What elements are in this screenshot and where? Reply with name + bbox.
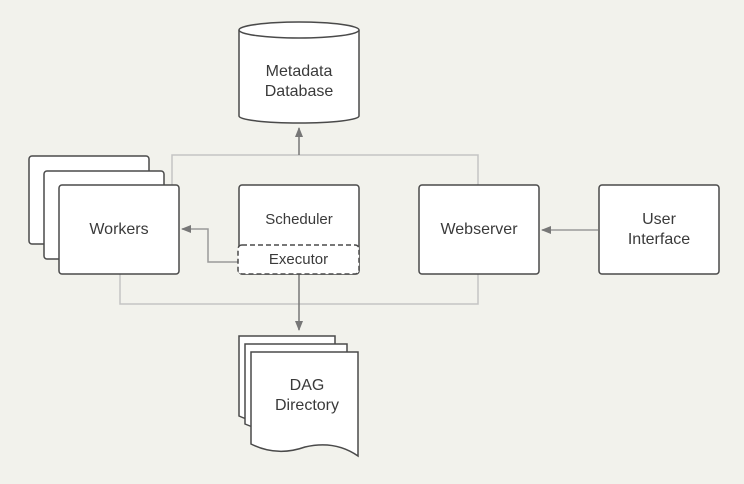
arrow-executor-to-workers	[181, 225, 238, 263]
executor-node	[237, 244, 360, 275]
metadata-database-node	[238, 21, 360, 124]
scheduler-label: Scheduler	[239, 205, 359, 235]
workers-label-text: Workers	[89, 220, 149, 238]
user-interface-label-line2: Interface	[627, 230, 691, 248]
executor-label-text: Executor	[268, 251, 329, 268]
scheduler-label-text: Scheduler	[265, 211, 333, 228]
webserver-label: Webserver	[419, 185, 539, 274]
metadata-database-label-line2: Database	[264, 83, 334, 100]
dag-directory-label-line2: Directory	[274, 397, 339, 414]
workers-label: Workers	[59, 185, 179, 274]
executor-label: Executor	[238, 246, 359, 274]
metadata-database-label-line1: Metadata	[265, 63, 333, 80]
user-interface-label-line1: User	[642, 210, 676, 228]
dag-directory-label-line1: DAG	[289, 377, 325, 394]
webserver-label-text: Webserver	[440, 220, 518, 238]
workers-node	[28, 155, 180, 275]
connector-top-bus	[171, 154, 479, 185]
user-interface-label: User Interface	[599, 185, 719, 274]
dag-directory-label: DAG Directory	[251, 372, 363, 420]
metadata-database-label: Metadata Database	[239, 54, 359, 110]
webserver-node	[418, 184, 540, 275]
dag-directory-node	[238, 335, 359, 458]
user-interface-node	[598, 184, 720, 275]
